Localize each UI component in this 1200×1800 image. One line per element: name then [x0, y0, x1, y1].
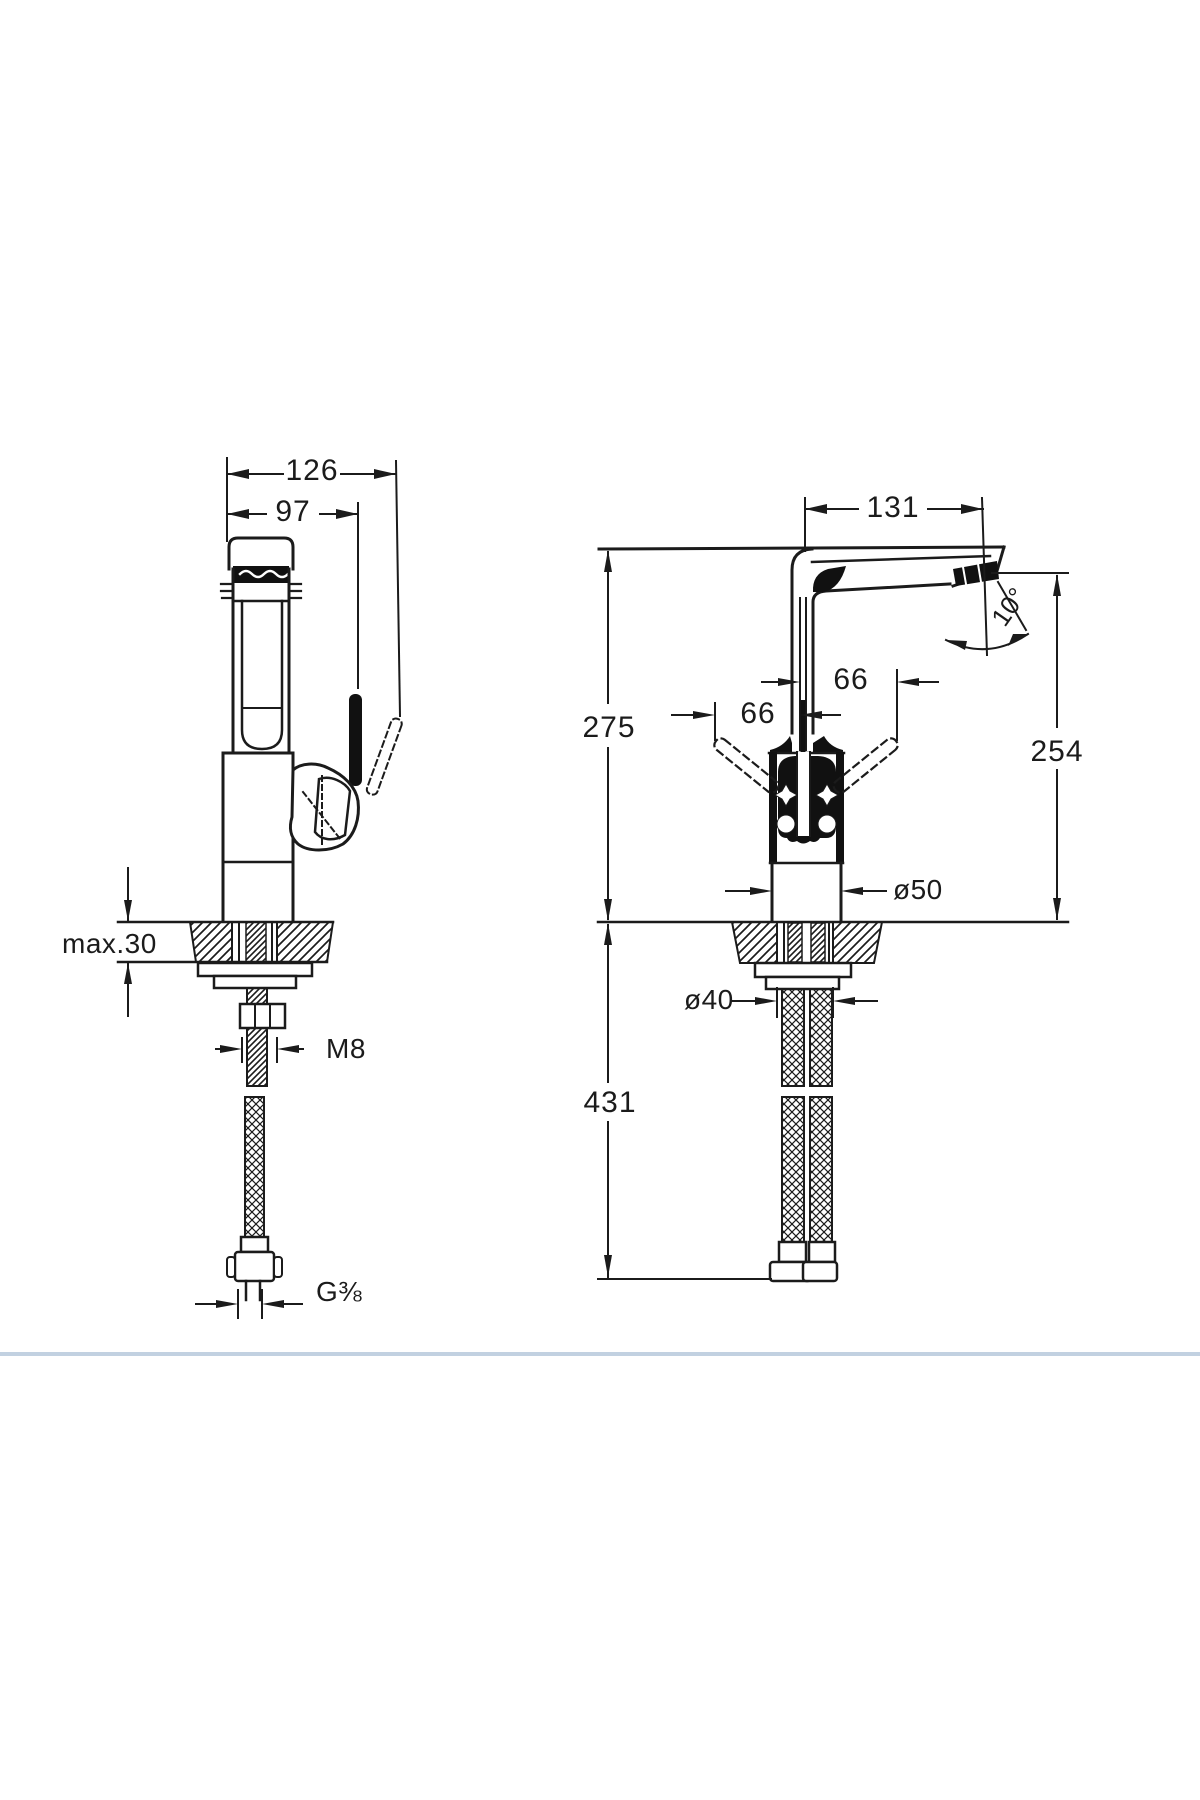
dim-66-right-label: 66	[833, 663, 868, 696]
dim-131-label: 131	[866, 491, 919, 524]
hose-right-upper	[809, 988, 833, 1087]
dim-dia50-label: ø50	[893, 874, 943, 905]
dim-97: 97	[226, 495, 359, 689]
dim-275: 275	[582, 550, 635, 921]
dim-126: 126	[226, 454, 402, 718]
faucet-front-body	[597, 545, 1006, 923]
threaded-rod	[246, 987, 268, 1087]
front-under-counter	[753, 961, 853, 1283]
dim-m8-label: M8	[326, 1033, 366, 1064]
dim-g38: G⅜	[195, 1276, 362, 1319]
front-view: 131 10° 66 66	[582, 491, 1083, 1283]
faucet-side-body	[219, 536, 403, 923]
dim-m8: M8	[215, 1033, 366, 1064]
side-view: 126 97	[62, 454, 403, 1319]
dim-275-label: 275	[582, 711, 635, 744]
dim-max30: max.30	[62, 867, 157, 1017]
dim-max30-label: max.30	[62, 928, 157, 959]
side-under-counter	[196, 961, 314, 1302]
dim-66-left: 66	[671, 697, 841, 741]
dim-dia40: ø40	[684, 984, 878, 1015]
dim-dia50: ø50	[725, 874, 943, 905]
supply-hose-side	[244, 1096, 265, 1238]
dim-angle-10: 10°	[944, 580, 1032, 651]
dim-126-label: 126	[285, 454, 338, 487]
dim-431: 431	[583, 923, 772, 1280]
dim-g38-label: G⅜	[316, 1276, 362, 1307]
dim-66-right: 66	[761, 663, 939, 741]
footer-separator-line	[0, 1352, 1200, 1356]
hose-left-lower	[781, 1096, 805, 1243]
dim-254: 254	[991, 572, 1083, 920]
hose-nut	[233, 1250, 276, 1283]
dim-dia40-label: ø40	[684, 984, 734, 1015]
hose-right-lower	[809, 1096, 833, 1243]
lever-side-solid	[349, 694, 362, 786]
countertop-front	[596, 920, 1070, 964]
dim-431-label: 431	[583, 1086, 636, 1119]
lever-side-dashed	[365, 717, 403, 796]
hose-left-upper	[781, 988, 805, 1087]
dim-97-label: 97	[275, 495, 310, 528]
hose-right-fitting	[801, 1260, 839, 1283]
dim-angle-label: 10°	[985, 582, 1032, 631]
dim-131: 131	[804, 491, 989, 657]
dim-254-label: 254	[1030, 735, 1083, 768]
m8-nut	[238, 1002, 287, 1030]
dim-66-left-label: 66	[740, 697, 775, 730]
